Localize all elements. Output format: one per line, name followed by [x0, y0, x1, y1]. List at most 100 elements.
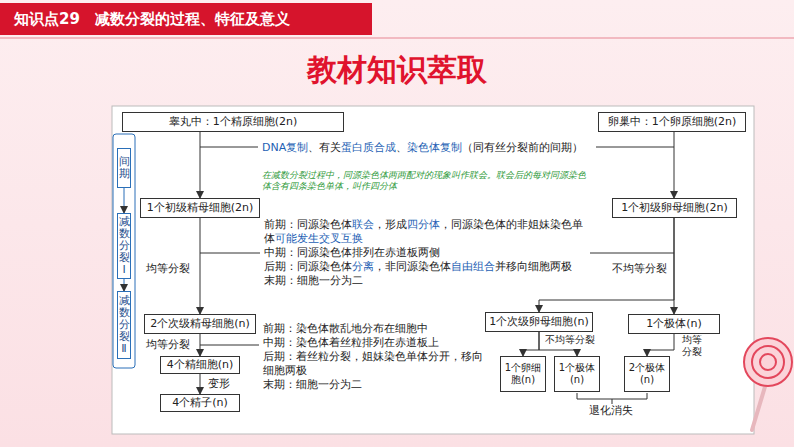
cell-box: 1个初级卵母细胞(2n) [612, 198, 737, 218]
label-group: 前期：同源染色体联会，形成四分体，同源染色体的非姐妹染色单体可能发生交叉互换 [264, 218, 586, 246]
node-text: 减数分裂Ⅱ [119, 295, 130, 355]
label-group: 后期：着丝粒分裂，姐妹染色单体分开，移向细胞两极 [263, 350, 483, 378]
label-group: 不均等分裂 [545, 334, 605, 346]
label-text: 变形 [208, 377, 230, 390]
label-text: 中期：同源染色体排列在赤道板两侧 [264, 246, 440, 259]
label-text: 联会 [352, 218, 374, 231]
node-text: 4个精细胞(n) [167, 358, 234, 372]
label-text: 四分体 [407, 218, 440, 231]
label-text: 自由组合 [451, 260, 495, 273]
lollipop [744, 338, 792, 386]
label-text: 不均等分裂 [545, 334, 595, 345]
node-text: 1个初级精母细胞(2n) [147, 201, 254, 215]
flow-arrow [124, 188, 125, 213]
label-group: 末期：细胞一分为二 [264, 274, 586, 288]
label-group: 末期：细胞一分为二 [263, 378, 483, 392]
label-text: 染色体复制 [407, 141, 462, 154]
node-text: 间期 [119, 156, 130, 180]
stage-bracket [113, 134, 135, 368]
cell-box: 1个次级卵母细胞(n) [485, 312, 593, 332]
label-text: 中期：染色体着丝粒排列在赤道板上 [263, 336, 439, 349]
flow-arrow [647, 334, 674, 356]
cell-box: 1个初级精母细胞(2n) [140, 198, 260, 218]
label-text: ，形成 [374, 218, 407, 231]
label-text: 、 [396, 141, 407, 154]
label-group: 在减数分裂过程中，同源染色体两两配对的现象叫作联会。联会后的每对同源染色体含有四… [262, 170, 592, 192]
bracket-line [200, 345, 259, 346]
label-group: DNA复制、有关蛋白质合成、染色体复制（同有丝分裂前的间期） [262, 141, 596, 155]
label-text: ，非同源染色体 [374, 260, 451, 273]
label-text: 前期：染色体散乱地分布在细胞中 [263, 322, 428, 335]
label-text: 并移向细胞两极 [495, 260, 572, 273]
bracket-line [200, 253, 260, 254]
stage-box: 间期 [117, 148, 131, 188]
node-text: 2个极体(n) [625, 362, 669, 386]
node-text: 4个精子(n) [172, 396, 228, 410]
flow-arrow [200, 334, 201, 356]
node-text: 卵巢中：1个卵原细胞(2n) [608, 115, 737, 129]
source-box: 卵巢中：1个卵原细胞(2n) [598, 112, 746, 132]
label-text: 、有关 [308, 141, 341, 154]
label-text: 均等分裂 [146, 338, 190, 351]
degenerate-bracket [612, 399, 613, 404]
label-text: 分离 [352, 260, 374, 273]
label-group: 均等分裂 [146, 338, 196, 352]
degenerate-bracket [577, 393, 647, 399]
cell-box: 2个极体(n) [624, 356, 670, 392]
label-group: 前期：染色体散乱地分布在细胞中 [263, 322, 483, 336]
cell-box: 2个次级精母细胞(n) [144, 314, 256, 334]
stage-box: 减数分裂Ⅰ [117, 213, 131, 279]
flow-arrow [674, 218, 675, 314]
flow-arrow [124, 279, 125, 291]
bracket-line [596, 147, 674, 148]
page-title: 教材知识萃取 [0, 50, 794, 90]
flow-arrow [523, 332, 539, 356]
stage-box: 减数分裂Ⅱ [117, 291, 131, 359]
node-text: 知识点29 减数分裂的过程、特征及意义 [14, 12, 290, 26]
label-text: 退化消失 [589, 404, 633, 417]
node-text: 1个极体(n) [646, 317, 702, 331]
label-text: 均等分裂 [146, 262, 190, 275]
node-text: 1个极体(n) [555, 362, 599, 386]
label-group: 均等分裂 [682, 334, 706, 358]
flow-arrow [200, 218, 201, 314]
label-text: DNA复制 [262, 141, 308, 154]
label-text: 后期：着丝粒分裂，姐妹染色单体分开，移向细胞两极 [263, 350, 483, 377]
flow-arrow [200, 374, 201, 394]
label-text: 在减数分裂过程中，同源染色体两两配对的现象叫作联会。联会后的每对同源染色体含有四… [262, 170, 586, 191]
node-text: 1个初级卵母细胞(2n) [621, 201, 728, 215]
source-box: 睾丸中：1个精原细胞(2n) [122, 112, 344, 132]
label-group: 后期：同源染色体分离，非同源染色体自由组合并移向细胞两极 [264, 260, 588, 274]
label-group: 不均等分裂 [612, 262, 672, 276]
node-text: 减数分裂Ⅰ [119, 216, 130, 276]
bracket-line [590, 253, 674, 254]
lollipop [752, 346, 784, 378]
flow-arrow [200, 132, 201, 198]
lollipop [760, 354, 776, 370]
cell-box: 4个精细胞(n) [160, 356, 240, 374]
label-text: 末期：细胞一分为二 [264, 274, 363, 287]
label-group: 中期：染色体着丝粒排列在赤道板上 [263, 336, 483, 350]
node-text: 1个次级卵母细胞(n) [489, 315, 589, 329]
label-text: 后期：同源染色体 [264, 260, 352, 273]
label-group: 中期：同源染色体排列在赤道板两侧 [264, 246, 586, 260]
label-text: 前期：同源染色体 [264, 218, 352, 231]
label-text: 不均等分裂 [612, 262, 667, 275]
node-text: 2个次级精母细胞(n) [150, 317, 250, 331]
header-band: 知识点29 减数分裂的过程、特征及意义 [0, 3, 372, 35]
label-text: 蛋白质合成 [341, 141, 396, 154]
label-group: 退化消失 [589, 404, 649, 418]
header-rule [0, 37, 794, 39]
cell-box: 1个极体(n) [554, 356, 600, 392]
label-text: 末期：细胞一分为二 [263, 378, 362, 391]
label-text: （同有丝分裂前的间期） [462, 141, 583, 154]
cell-box: 1个卵细胞(n) [500, 356, 546, 392]
node-text: 1个卵细胞(n) [501, 362, 545, 386]
label-text: 均等分裂 [682, 334, 702, 357]
label-group: 变形 [208, 377, 238, 391]
label-group: 均等分裂 [146, 262, 196, 276]
bracket-line [200, 147, 258, 148]
cell-box: 1个极体(n) [628, 314, 720, 334]
label-text: 可能发生交叉互换 [275, 232, 363, 245]
cell-box: 4个精子(n) [160, 394, 240, 412]
